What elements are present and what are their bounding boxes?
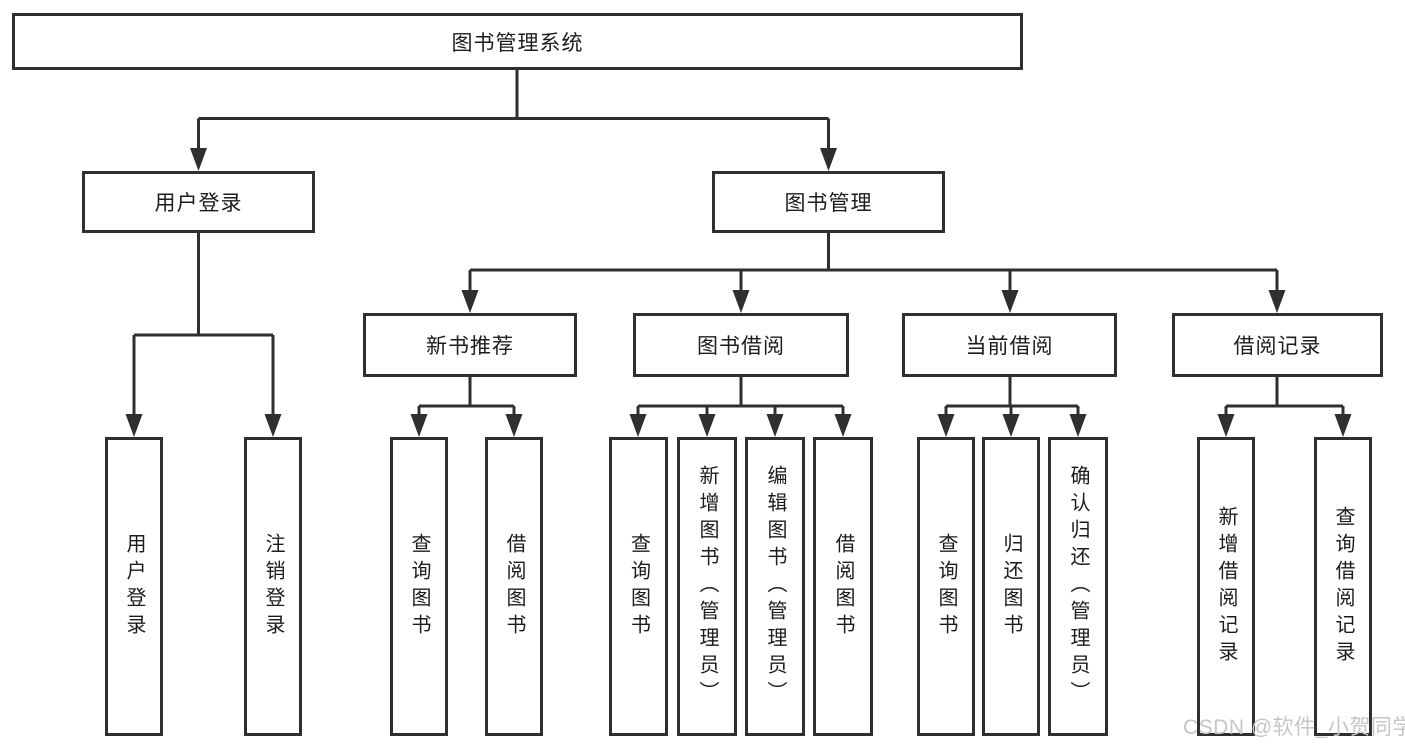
leaf-current-query-books-label: 查询图书: [935, 532, 957, 641]
connector-current-borrow-children: [937, 377, 1087, 437]
leaf-edit-books-admin: 编辑图书（管理员）: [745, 437, 805, 736]
leaf-query-borrow-record-label: 查询借阅记录: [1332, 505, 1354, 668]
leaf-logout-label: 注销登录: [262, 532, 284, 641]
leaf-borrow-query-books: 查询图书: [609, 437, 668, 736]
leaf-user-login: 用户登录: [105, 437, 163, 736]
leaf-confirm-return-admin-label: 确认归还（管理员）: [1067, 465, 1089, 708]
leaf-user-login-label: 用户登录: [123, 532, 145, 641]
leaf-current-query-books: 查询图书: [917, 437, 975, 736]
leaf-add-books-admin-label: 新增图书（管理员）: [696, 465, 718, 708]
node-book-borrow: 图书借阅: [633, 313, 849, 377]
leaf-recommend-query-books: 查询图书: [390, 437, 448, 736]
connector-book-borrow-children: [629, 377, 852, 437]
leaf-add-borrow-record: 新增借阅记录: [1197, 437, 1255, 736]
node-root-library-system: 图书管理系统: [12, 13, 1023, 70]
leaf-confirm-return-admin: 确认归还（管理员）: [1048, 437, 1108, 736]
leaf-logout: 注销登录: [244, 437, 302, 736]
connector-borrow-records-children: [1217, 377, 1352, 437]
connector-new-book-recommend-children: [410, 377, 523, 437]
leaf-edit-books-admin-label: 编辑图书（管理员）: [764, 465, 786, 708]
node-borrow-records: 借阅记录: [1172, 313, 1383, 377]
csdn-watermark: CSDN @软件_小贺同学: [1183, 716, 1405, 739]
leaf-borrow-books: 借阅图书: [813, 437, 873, 736]
leaf-borrow-books-label: 借阅图书: [832, 532, 854, 641]
leaf-recommend-borrow-books: 借阅图书: [485, 437, 543, 736]
connector-book-management-children: [461, 233, 1286, 313]
node-current-borrow: 当前借阅: [902, 313, 1117, 377]
node-new-book-recommend: 新书推荐: [363, 313, 577, 377]
connector-user-login-children: [125, 233, 282, 437]
node-book-management: 图书管理: [712, 171, 945, 233]
leaf-return-books: 归还图书: [982, 437, 1040, 736]
leaf-return-books-label: 归还图书: [1000, 532, 1022, 641]
leaf-add-books-admin: 新增图书（管理员）: [677, 437, 737, 736]
leaf-recommend-borrow-books-label: 借阅图书: [503, 532, 525, 641]
leaf-add-borrow-record-label: 新增借阅记录: [1215, 505, 1237, 668]
leaf-borrow-query-books-label: 查询图书: [627, 532, 650, 641]
connector-root-to-level2: [190, 70, 837, 171]
node-user-login: 用户登录: [82, 171, 315, 233]
leaf-recommend-query-books-label: 查询图书: [408, 532, 430, 641]
leaf-query-borrow-record: 查询借阅记录: [1314, 437, 1372, 736]
